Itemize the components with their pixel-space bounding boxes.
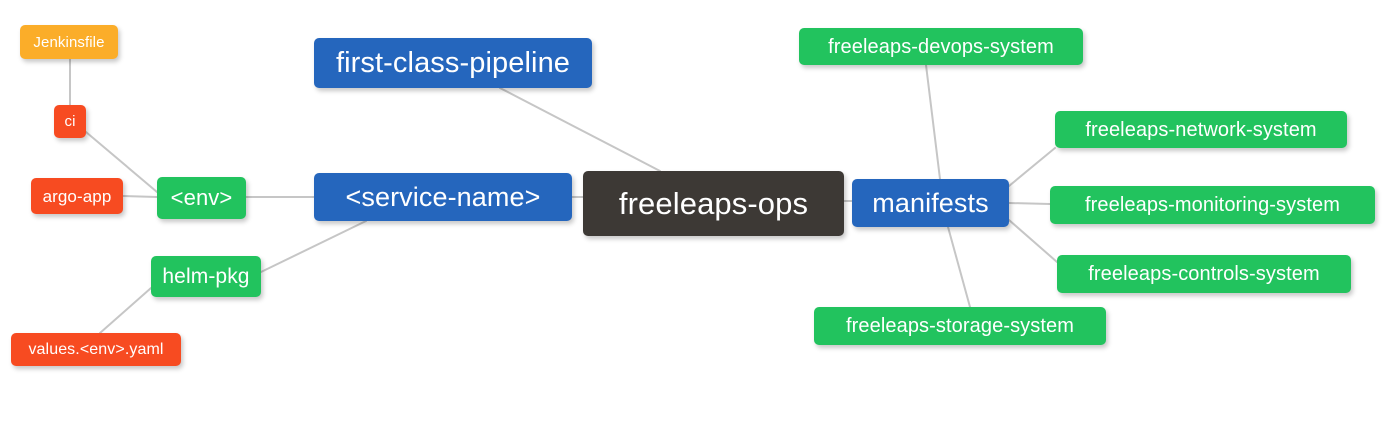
node-label: freeleaps-network-system [1085, 118, 1317, 141]
node-label: freeleaps-ops [618, 186, 809, 221]
edge-helm-pkg-to-values-yaml [99, 287, 152, 334]
edge-service-name-to-helm-pkg [260, 220, 367, 273]
node-freeleaps-controls-system[interactable]: freeleaps-controls-system [1057, 255, 1351, 293]
node-label: ci [64, 113, 76, 130]
node-jenkinsfile[interactable]: Jenkinsfile [20, 25, 118, 59]
node-freeleaps-ops[interactable]: freeleaps-ops [583, 171, 844, 236]
node-freeleaps-network-system[interactable]: freeleaps-network-system [1055, 111, 1347, 148]
node-freeleaps-monitoring-system[interactable]: freeleaps-monitoring-system [1050, 186, 1375, 224]
node-label: freeleaps-devops-system [828, 35, 1054, 58]
node-label: freeleaps-monitoring-system [1084, 194, 1340, 216]
node-label: values.<env>.yaml [28, 340, 164, 358]
edge-manifests-to-freeleaps-network-system [1008, 147, 1056, 187]
edge-manifests-to-freeleaps-monitoring-system [1008, 202, 1051, 205]
node-values-yaml[interactable]: values.<env>.yaml [11, 333, 181, 366]
node-first-class-pipeline[interactable]: first-class-pipeline [314, 38, 592, 88]
node-label: Jenkinsfile [33, 33, 105, 51]
node-label: freeleaps-storage-system [845, 315, 1075, 337]
node-label: <env> [170, 185, 233, 210]
edge-first-class-pipeline-to-freeleaps-ops [499, 87, 661, 172]
node-label: helm-pkg [162, 265, 250, 288]
node-label: <service-name> [345, 181, 541, 212]
node-freeleaps-devops-system[interactable]: freeleaps-devops-system [799, 28, 1083, 65]
node-freeleaps-storage-system[interactable]: freeleaps-storage-system [814, 307, 1106, 345]
node-label: first-class-pipeline [335, 46, 571, 79]
edge-argo-app-to-env [122, 195, 158, 198]
node-label: freeleaps-controls-system [1088, 263, 1320, 285]
node-manifests[interactable]: manifests [852, 179, 1009, 227]
node-argo-app[interactable]: argo-app [31, 178, 123, 214]
edge-manifests-to-freeleaps-controls-system [1008, 219, 1058, 263]
node-label: argo-app [42, 186, 112, 206]
node-service-name[interactable]: <service-name> [314, 173, 572, 221]
edge-manifests-to-freeleaps-devops-system [925, 64, 941, 180]
node-helm-pkg[interactable]: helm-pkg [151, 256, 261, 297]
node-label: manifests [872, 187, 989, 218]
node-ci[interactable]: ci [54, 105, 86, 138]
node-env[interactable]: <env> [157, 177, 246, 219]
edge-manifests-to-freeleaps-storage-system [947, 226, 971, 308]
